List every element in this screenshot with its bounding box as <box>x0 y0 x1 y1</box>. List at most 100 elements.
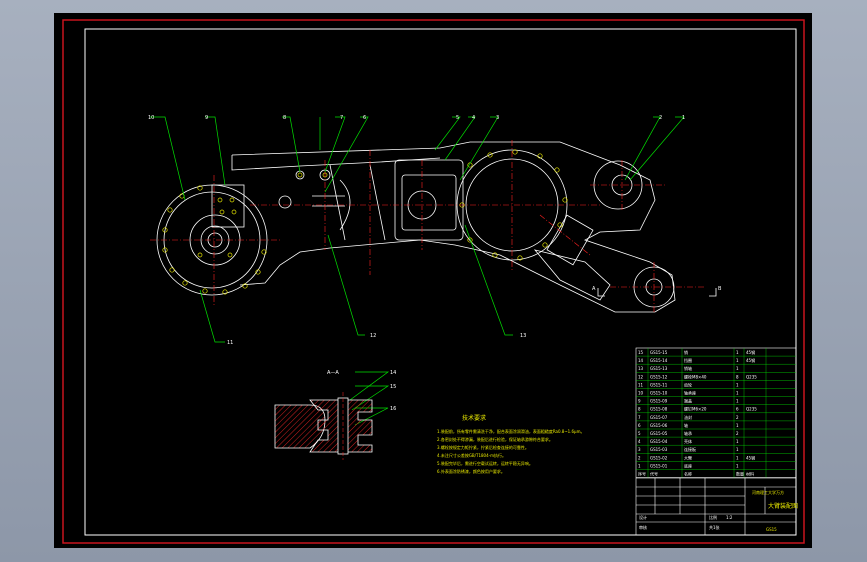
bom-cell-no: 9 <box>638 399 641 404</box>
bom-cell-name: 销轴 <box>684 365 692 371</box>
bom-header-code: 代号 <box>650 471 658 477</box>
bolt-holes <box>162 149 568 295</box>
bom-cell-code: GS15-12 <box>650 374 668 379</box>
bom-cell-code: GS15-11 <box>650 382 668 387</box>
label-design: 设计 <box>639 514 647 520</box>
tech-notes-title: 技术要求 <box>462 414 486 422</box>
section-cut-marks <box>597 288 717 297</box>
callout-10: 10 <box>148 115 154 121</box>
label-check: 审核 <box>639 524 647 530</box>
callout-16: 16 <box>390 406 396 412</box>
scale-value: 1:2 <box>726 515 733 520</box>
slot <box>312 195 345 207</box>
bom-cell-no: 2 <box>638 455 641 460</box>
bom-cell-no: 8 <box>638 407 641 412</box>
rib-a <box>329 164 346 241</box>
bom-cell-code: GS15-08 <box>650 407 668 412</box>
tech-note-line: 1.装配前，所有零件需清洗干净，配合表面涂润滑油，表面粗糙度Ra0.8~1.6μ… <box>437 428 584 434</box>
tech-note-line: 6.外表面涂防锈漆，颜色按用户要求。 <box>437 468 505 474</box>
outer-border <box>62 19 805 544</box>
drawing-sheet <box>54 13 812 548</box>
label-sheet: 共1张 <box>709 524 720 530</box>
bom-cell-name: 大臂 <box>684 454 692 460</box>
bom-cell-qty: 2 <box>736 415 739 420</box>
bom-cell-name: 底座 <box>684 462 692 468</box>
bom-cell-no: 15 <box>638 350 644 355</box>
bom-cell-code: GS15-07 <box>650 415 668 420</box>
callout-12: 12 <box>370 333 376 339</box>
callout-labels: 10 9 8 7 6 5 4 3 2 1 11 12 13 14 15 16 <box>148 115 685 412</box>
tech-note-line: 4.未注尺寸公差按GB/T1804-m执行。 <box>437 452 506 458</box>
callout-1: 1 <box>682 115 685 121</box>
bom-cell-code: GS15-05 <box>650 431 668 436</box>
bom-cell-mat: 45钢 <box>746 357 755 363</box>
callout-7: 7 <box>340 115 343 121</box>
bom-cell-qty: 1 <box>736 455 739 460</box>
left-bracket <box>211 184 245 228</box>
section-label-a: A <box>592 286 596 292</box>
section-view[interactable] <box>274 392 373 460</box>
callout-13: 13 <box>520 333 526 339</box>
rib-b <box>369 164 386 241</box>
bom-cell-name: 螺钉M6×20 <box>684 406 707 412</box>
bom-cell-qty: 1 <box>736 358 739 363</box>
bom-cell-qty: 1 <box>736 399 739 404</box>
bom-cell-code: GS15-02 <box>650 455 668 460</box>
bom-cell-code: GS15-10 <box>650 391 668 396</box>
bom-cell-name: 轴承座 <box>684 390 696 396</box>
bom-cell-qty: 8 <box>736 374 739 379</box>
bom-cell-no: 12 <box>638 374 644 379</box>
bom-cell-name: 齿轮 <box>684 381 692 387</box>
bom-cell-no: 11 <box>638 382 644 387</box>
bom-cell-qty: 1 <box>736 366 739 371</box>
tech-notes-lines: 1.装配前，所有零件需清洗干净，配合表面涂润滑油，表面粗糙度Ra0.8~1.6μ… <box>437 428 584 474</box>
bom-cell-mat: 45钢 <box>746 454 755 460</box>
bom-cell-no: 13 <box>638 366 644 371</box>
bom-cell-code: GS15-03 <box>650 447 668 452</box>
bom-cell-qty: 2 <box>736 431 739 436</box>
bom-cell-name: 壳体 <box>684 438 692 444</box>
inner-frame <box>84 28 797 536</box>
bom-cell-qty: 1 <box>736 439 739 444</box>
lower-arm <box>533 249 611 301</box>
bom-cell-qty: 6 <box>736 407 739 412</box>
bom-cell-name: 端盖 <box>684 398 692 404</box>
bom-cell-name: 连接板 <box>684 446 696 452</box>
bom-cell-name: 销 <box>684 349 688 355</box>
title-block[interactable] <box>635 477 797 536</box>
section-label-b: B <box>718 286 722 292</box>
mid-housing-inner <box>401 174 457 231</box>
bom-cell-no: 1 <box>638 463 641 468</box>
callout-5: 5 <box>456 115 459 121</box>
title-block-text: 河南理工大学万方 大臂装配图 GS15 设计 审核 比例 1:2 共1张 <box>639 489 798 532</box>
bom-cell-code: GS15-14 <box>650 358 668 363</box>
bom-cell-mat: Q235 <box>746 407 757 412</box>
callout-14: 14 <box>390 370 396 376</box>
bom-cell-qty: 1 <box>736 382 739 387</box>
bom-cell-no: 6 <box>638 423 641 428</box>
drawing-number: GS15 <box>766 527 777 532</box>
callout-4: 4 <box>472 115 475 121</box>
bom-header-qty: 数量 <box>736 471 744 477</box>
mid-housing <box>394 159 464 241</box>
bom-cell-no: 10 <box>638 391 644 396</box>
bom-cell-code: GS15-04 <box>650 439 668 444</box>
pin-hole-c <box>278 195 292 209</box>
section-view-title: A—A <box>327 370 339 376</box>
bom-cell-code: GS15-06 <box>650 423 668 428</box>
bom-cell-qty: 1 <box>736 350 739 355</box>
tech-note-line: 2.各密封处不得渗漏，装配后进行检验，保证轴承游隙符合要求。 <box>437 436 553 442</box>
bom-cell-no: 5 <box>638 431 641 436</box>
bom-cell-name: 轴 <box>684 422 688 428</box>
callout-11: 11 <box>227 340 233 346</box>
arm-top-edge <box>231 155 441 171</box>
callout-2: 2 <box>659 115 662 121</box>
drawing-title: 大臂装配图 <box>768 502 798 510</box>
bom-cell-qty: 1 <box>736 391 739 396</box>
angled-bracket <box>546 214 594 266</box>
bom-cell-no: 14 <box>638 358 644 363</box>
bom-cell-name: 挡圈 <box>684 357 692 363</box>
callout-15: 15 <box>390 384 396 390</box>
